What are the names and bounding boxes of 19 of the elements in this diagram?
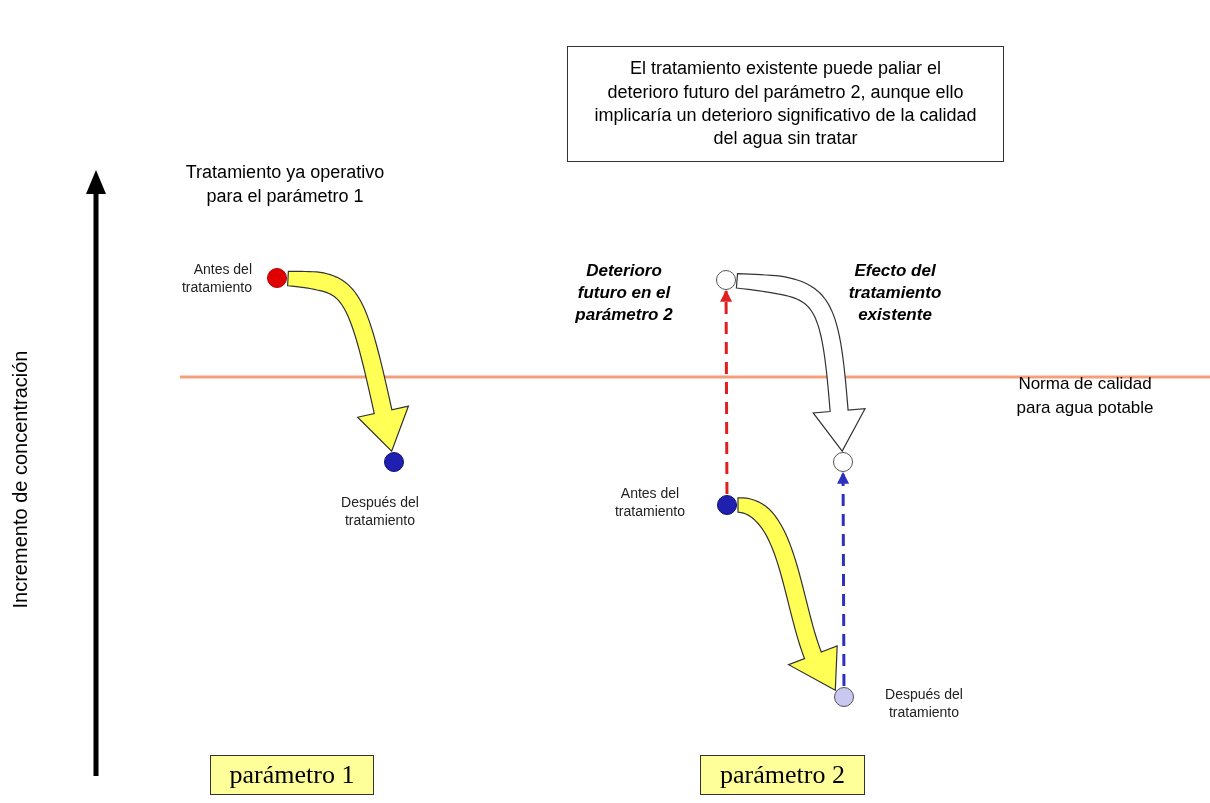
point-label: Antes del tratamiento (180, 261, 252, 296)
annotation-text: Deterioro futuro en el parámetro 2 (574, 260, 674, 327)
curved-block-arrow (287, 270, 410, 453)
parameter-label: parámetro 1 (228, 759, 356, 792)
annotation-text: Tratamiento ya operativo para el parámetro 1 (184, 161, 386, 209)
parameter-label: parámetro 2 (719, 759, 846, 792)
arrow (837, 471, 850, 686)
point-label: Después del tratamiento (340, 494, 420, 529)
parameter-box (210, 755, 374, 795)
parameter-box (700, 755, 865, 795)
annotation-text: Efecto del tratamiento existente (847, 260, 943, 327)
note-box (567, 46, 1004, 162)
curved-block-arrow (735, 273, 867, 453)
point-label: Antes del tratamiento (613, 485, 686, 520)
note-text: El tratamiento existente puede paliar el deterioro futuro del parámetro 2, aunque ello implicaría un deterioro significativo de la calidad del agua sin tratar (593, 57, 978, 151)
arrow (720, 289, 733, 494)
reference-line-label: Norma de calidad para agua potable (1015, 373, 1155, 419)
axis-label: Incremento de concentración (8, 349, 32, 611)
point-label: Después del tratamiento (884, 686, 964, 721)
